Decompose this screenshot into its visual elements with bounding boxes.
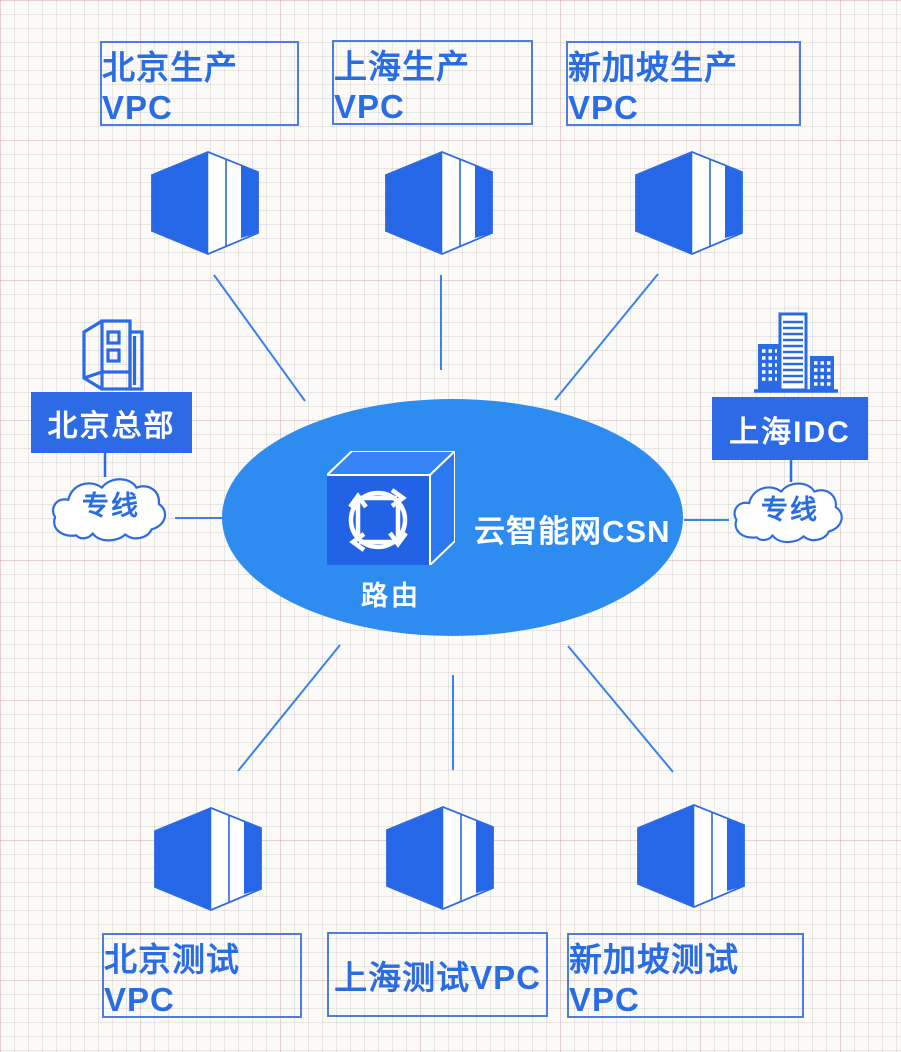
city-buildings-icon xyxy=(754,312,838,393)
dedicated-line-cloud-right: 专线 xyxy=(727,477,853,547)
vpc-box-shanghai-test: 上海测试VPC xyxy=(327,932,548,1017)
dedicated-line-cloud-left: 专线 xyxy=(48,472,174,546)
vpc-box-singapore-prod: 新加坡生产VPC xyxy=(566,41,801,126)
vpc-box-beijing-prod: 北京生产VPC xyxy=(100,41,299,126)
dedicated-line-label: 专线 xyxy=(82,491,140,522)
vpc-3d-box-icon xyxy=(154,807,262,911)
vpc-3d-box-icon xyxy=(637,804,745,908)
office-building-icon xyxy=(82,319,144,391)
vpc-3d-box-icon xyxy=(385,151,493,255)
cloud-icon xyxy=(733,482,843,544)
hub-title: 云智能网CSN xyxy=(474,514,671,549)
vpc-box-beijing-test: 北京测试VPC xyxy=(102,933,302,1018)
router-cube-icon xyxy=(327,451,455,565)
vpc-3d-box-icon xyxy=(151,151,259,255)
vpc-3d-box-icon xyxy=(386,806,494,910)
router-label: 路由 xyxy=(361,581,421,611)
cloud-icon xyxy=(51,478,167,542)
site-label-beijing-hq: 北京总部 xyxy=(31,392,192,453)
vpc-box-shanghai-prod: 上海生产VPC xyxy=(332,40,533,125)
dedicated-line-label: 专线 xyxy=(761,494,819,525)
vpc-box-singapore-test: 新加坡测试VPC xyxy=(567,933,804,1018)
vpc-3d-box-icon xyxy=(635,151,743,255)
site-label-shanghai-idc: 上海IDC xyxy=(712,397,868,460)
